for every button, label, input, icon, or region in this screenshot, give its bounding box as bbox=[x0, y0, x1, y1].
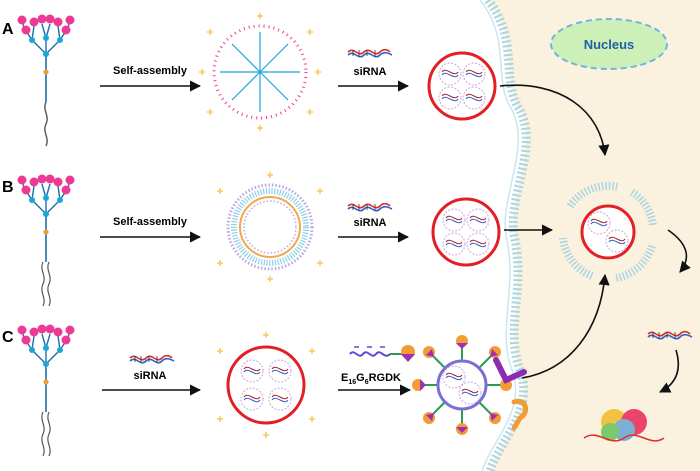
peptide-label-g: G bbox=[356, 372, 365, 384]
endosome-escape bbox=[559, 181, 657, 282]
complex-b bbox=[431, 197, 501, 267]
arrow-b4 bbox=[667, 229, 691, 273]
sirna-icon-a bbox=[347, 48, 393, 58]
label-self-assembly-a: Self-assembly bbox=[113, 65, 188, 77]
label-sirna-a: siRNA bbox=[353, 66, 386, 78]
panel-letter-b: B bbox=[2, 179, 14, 196]
risc-complex bbox=[583, 409, 665, 442]
peptide-label-e: E bbox=[341, 372, 348, 384]
receptor-purple bbox=[493, 357, 527, 384]
panel-letter-a: A bbox=[2, 21, 14, 38]
cell-membrane bbox=[484, 0, 531, 471]
peptide-label-tail: RGDK bbox=[369, 372, 401, 384]
vesicle-b bbox=[216, 171, 324, 283]
nucleus bbox=[550, 18, 668, 70]
dendron-b bbox=[16, 173, 76, 307]
dendron-a bbox=[16, 13, 76, 147]
receptor-orange bbox=[511, 398, 529, 431]
micelle-a bbox=[198, 12, 322, 132]
arrow-b5 bbox=[658, 349, 680, 393]
peptide-label-sub2: 6 bbox=[365, 379, 369, 386]
nucleus-label: Nucleus bbox=[584, 37, 635, 52]
targeted-carrier bbox=[412, 335, 512, 435]
peptide-icon bbox=[349, 345, 415, 362]
peptide-label-sub1: 16 bbox=[348, 379, 356, 386]
panel-letter-c: C bbox=[2, 329, 14, 346]
arrow-c3 bbox=[521, 273, 610, 379]
label-sirna-c: siRNA bbox=[133, 370, 166, 382]
arrow-a3 bbox=[499, 84, 610, 157]
label-peptide: E16G6RGDK bbox=[341, 372, 401, 386]
label-self-assembly-b: Self-assembly bbox=[113, 216, 188, 228]
sirna-icon-c bbox=[129, 354, 175, 364]
complex-c bbox=[216, 331, 316, 439]
complex-a bbox=[427, 51, 497, 121]
dendron-c bbox=[16, 323, 76, 457]
label-sirna-b: siRNA bbox=[353, 217, 386, 229]
sirna-icon-b bbox=[347, 202, 393, 212]
